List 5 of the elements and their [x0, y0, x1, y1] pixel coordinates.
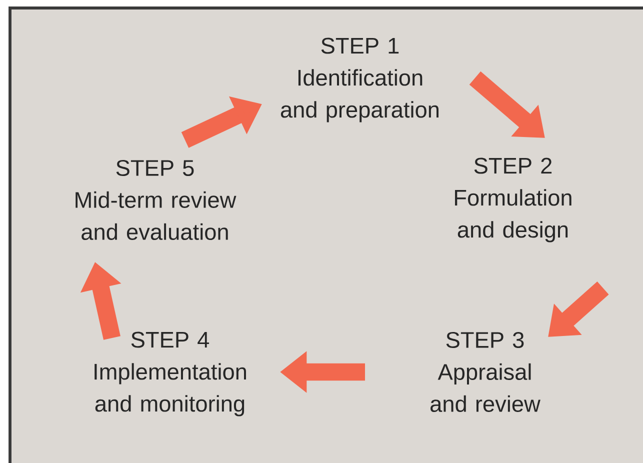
step-label: STEP 2 Formulation and design	[455, 158, 572, 242]
step-label: STEP 3 Appraisal and review	[430, 332, 540, 412]
step-label: STEP 1 Identification and preparation	[280, 38, 438, 122]
step-label: STEP 5 Mid-term review and evaluation	[76, 160, 236, 240]
step-label: STEP 4 Implementation and monitoring	[94, 332, 246, 416]
